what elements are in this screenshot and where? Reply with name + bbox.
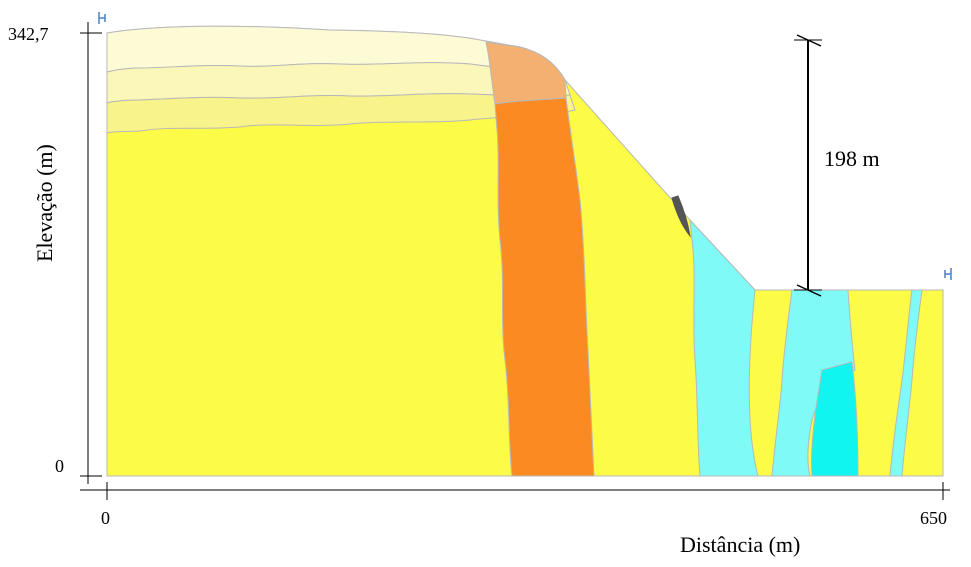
x-axis-title: Distância (m) (680, 532, 800, 557)
right-boundary-marker (944, 268, 952, 280)
dark-grey-lens (671, 195, 691, 238)
cyan-light-vein-1 (689, 218, 759, 477)
left-boundary-marker (98, 12, 106, 24)
x-tick-min-label: 0 (101, 508, 110, 528)
light-orange-vein-cap (485, 41, 567, 105)
dimension-label: 198 m (824, 146, 880, 171)
y-axis-title: Elevação (m) (32, 144, 57, 262)
cyan-light-vein-3 (889, 289, 923, 477)
cyan-light-vein-2 (771, 289, 856, 477)
cyan-vein (810, 361, 859, 477)
y-tick-max-label: 342,7 (8, 24, 49, 44)
mid-yellow-layer (106, 93, 576, 134)
y-tick-min-label: 0 (55, 456, 64, 476)
x-tick-max-label: 650 (920, 508, 947, 528)
orange-vein (494, 97, 595, 477)
